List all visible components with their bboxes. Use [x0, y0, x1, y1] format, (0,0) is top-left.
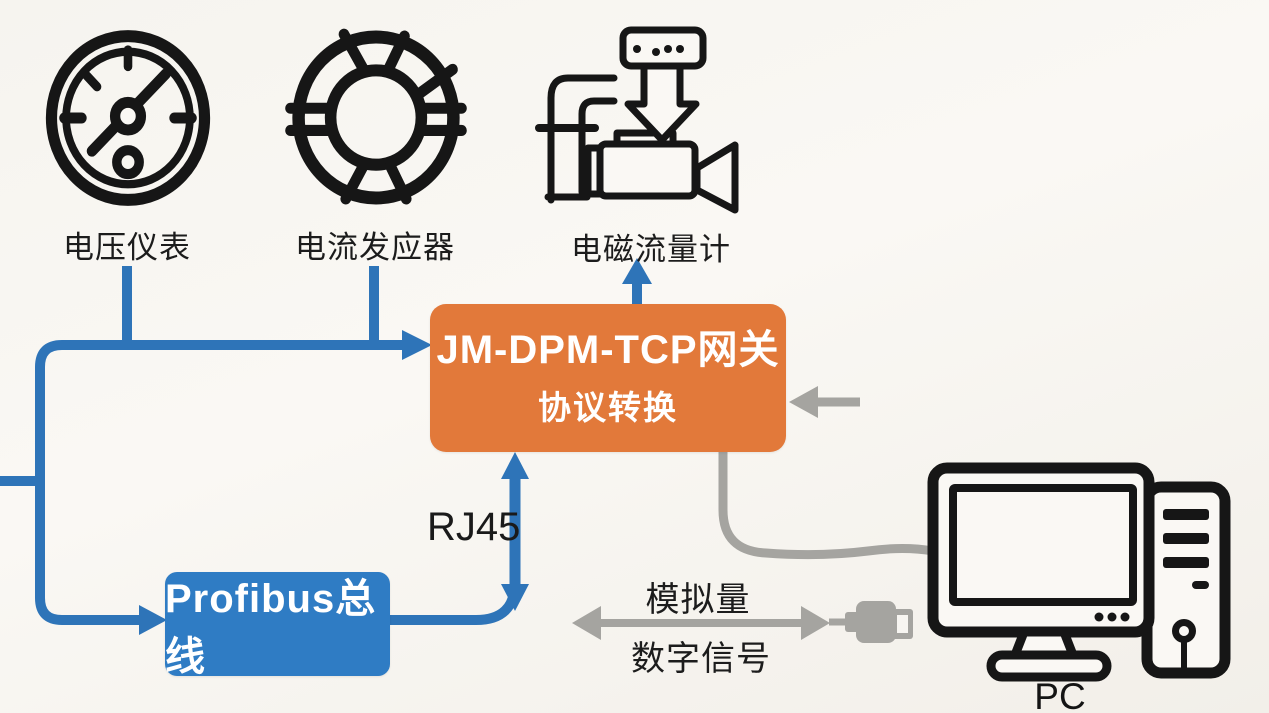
- coil-ring-icon: [285, 28, 467, 205]
- profibus-node: Profibus总线: [165, 572, 390, 679]
- profibus-label: Profibus总线: [165, 577, 377, 679]
- label-voltage-meter: 电压仪表: [63, 230, 191, 265]
- arrowhead-analog-right: [801, 606, 830, 640]
- label-pc: PC: [1034, 676, 1086, 713]
- arrowhead-analog-left: [572, 606, 601, 640]
- gateway-subtitle: 协议转换: [538, 389, 678, 426]
- label-flow-meter: 电磁流量计: [571, 232, 731, 267]
- computer-icon: [927, 462, 1231, 682]
- gateway-node: JM-DPM-TCP网关 协议转换: [430, 304, 786, 452]
- arrowhead-into-gateway-right: [789, 386, 818, 418]
- arrowhead-rj45-down: [501, 584, 529, 611]
- arrowhead-rj45-up: [501, 452, 529, 479]
- label-digital: 数字信号: [631, 640, 771, 678]
- edge-gateway-to-pc-cable: [718, 452, 934, 560]
- edge-profibus-corner: [390, 581, 520, 625]
- usb-plug-body: [856, 601, 896, 643]
- flowmeter-icon: [535, 26, 739, 214]
- edge-bus-trunk: [35, 340, 402, 625]
- label-rj45: RJ45: [427, 505, 521, 549]
- label-current-transformer: 电流发应器: [295, 230, 455, 265]
- label-analog: 模拟量: [645, 581, 751, 619]
- arrowhead-up-flowmeter: [622, 258, 652, 284]
- usb-plug-neck: [845, 612, 859, 632]
- arrowhead-into-profibus: [139, 605, 167, 635]
- arrowhead-into-gateway: [402, 330, 432, 360]
- gauge-icon: [45, 30, 211, 206]
- usb-plug-notch: [897, 615, 908, 633]
- gateway-title: JM-DPM-TCP网关: [436, 328, 780, 372]
